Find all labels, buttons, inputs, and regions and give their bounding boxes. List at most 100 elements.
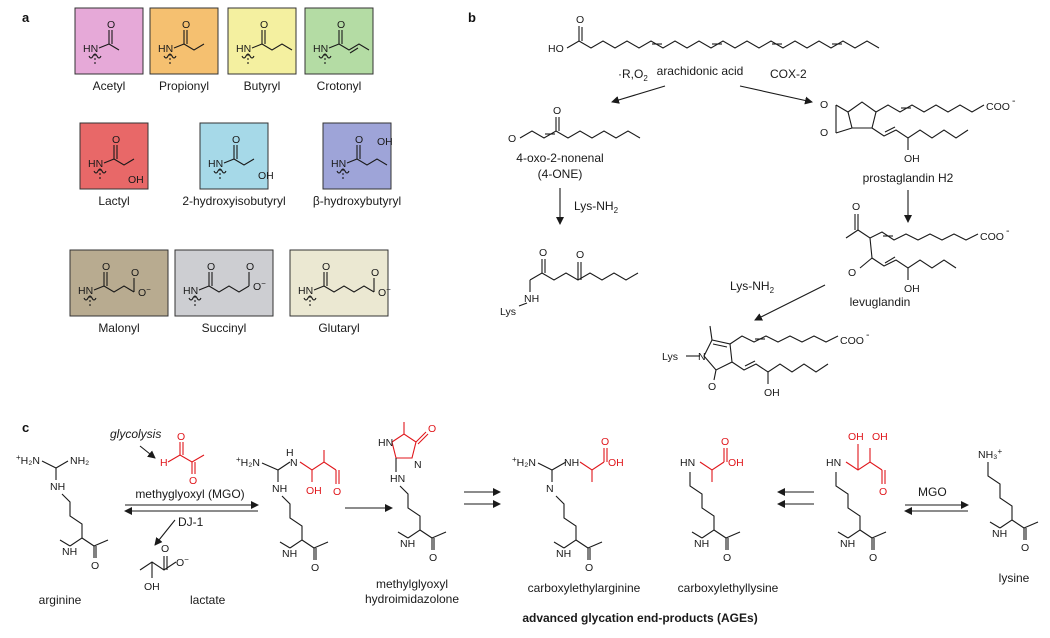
atom-o: O bbox=[355, 134, 363, 146]
atom-nh: NH bbox=[992, 528, 1007, 540]
acyl-label: Acetyl bbox=[93, 79, 126, 93]
atom-o: O bbox=[820, 127, 828, 139]
cox2-label: COX-2 bbox=[770, 67, 807, 81]
atom-o: O bbox=[177, 431, 185, 443]
charge-minus: - bbox=[1012, 95, 1016, 107]
4-one-structure: O O bbox=[508, 105, 641, 145]
acyl-label: Malonyl bbox=[98, 321, 139, 335]
charge-minus: - bbox=[866, 329, 870, 341]
atom-n: N bbox=[414, 459, 422, 471]
glycolysis-label: glycolysis bbox=[110, 427, 161, 441]
atom-nh: NH bbox=[282, 548, 297, 560]
atom-nh: NH bbox=[694, 538, 709, 550]
atom-hn: HN bbox=[236, 43, 251, 55]
levuglandin-label: levuglandin bbox=[850, 295, 911, 309]
atom-o: O− bbox=[176, 555, 189, 569]
acyl-box: HN O OH bbox=[322, 122, 393, 190]
cel-lys-structure: HN O OH NH O bbox=[680, 436, 744, 564]
atom-o: O bbox=[322, 261, 330, 273]
atom-oh: OH bbox=[728, 457, 744, 469]
lysine-structure: NH₃+ NH O bbox=[978, 447, 1039, 554]
atom-nh: NH bbox=[400, 538, 415, 550]
atom-o: O bbox=[869, 552, 877, 564]
atom-h2n: +H₂N bbox=[16, 453, 40, 467]
acyl-box: HNO bbox=[227, 7, 297, 75]
arginine-structure: +H₂N NH₂ NH NH O bbox=[16, 453, 109, 572]
arachidonic-acid-structure: O HO bbox=[548, 14, 880, 55]
one-lys-adduct-structure: O O NH Lys bbox=[500, 247, 639, 318]
atom-o: O bbox=[107, 19, 115, 31]
atom-o: O bbox=[852, 201, 860, 213]
lactate-label: lactate bbox=[190, 593, 226, 607]
pgh2-label: prostaglandin H2 bbox=[863, 171, 954, 185]
panel-b: O HO arachidonic acid ·R,O2 COX-2 O O 4-… bbox=[500, 14, 1016, 399]
atom-o: O bbox=[708, 381, 716, 393]
atom-h2n: +H₂N bbox=[236, 455, 260, 469]
lactate-structure: O O− OH bbox=[139, 543, 189, 593]
atom-o: O bbox=[182, 19, 190, 31]
acyl-label: β-hydroxybutyryl bbox=[313, 194, 401, 208]
pgh2-structure: O O COO - OH bbox=[820, 95, 1016, 165]
atom-o: O bbox=[91, 560, 99, 572]
atom-hn: HN bbox=[390, 473, 405, 485]
atom-nh: NH bbox=[272, 483, 287, 495]
cel-lys-label: carboxylethyllysine bbox=[678, 581, 779, 595]
atom-o: O bbox=[601, 436, 609, 448]
acyl-box: HNO bbox=[304, 7, 374, 75]
atom-hn: HN bbox=[331, 158, 346, 170]
atom-o-minus: O− bbox=[378, 285, 391, 299]
lys-mgo-adduct-structure: HN OH OH O NH O bbox=[826, 431, 888, 564]
atom-o: O bbox=[721, 436, 729, 448]
atom-hn: HN bbox=[208, 158, 223, 170]
panel-b-label: b bbox=[468, 10, 476, 25]
atom-o: O bbox=[576, 249, 584, 261]
atom-hn: HN bbox=[158, 43, 173, 55]
atom-o: O bbox=[246, 261, 254, 273]
ages-label: advanced glycation end-products (AGEs) bbox=[522, 611, 757, 625]
mgh-label-line1: methylglyoxyl bbox=[376, 577, 448, 591]
acyl-label: 2-hydroxyisobutyryl bbox=[182, 194, 285, 208]
acyl-label: Lactyl bbox=[98, 194, 129, 208]
atom-oh: OH bbox=[904, 153, 920, 165]
mg-h1-structure: O HN N HN NH O bbox=[378, 422, 447, 564]
atom-oh: OH bbox=[306, 485, 322, 497]
atom-o: O bbox=[428, 423, 436, 435]
cel-arg-structure: +H₂N NH N O OH NH O bbox=[512, 436, 624, 574]
lys-nh2-label-1: Lys-NH2 bbox=[574, 199, 619, 215]
mgo-full-label: methyglyoxyl (MGO) bbox=[135, 487, 244, 501]
acyl-box-bg bbox=[69, 249, 169, 317]
charge-minus: - bbox=[1006, 225, 1010, 237]
atom-oh: OH bbox=[904, 283, 920, 295]
mgh-label-line2: hydroimidazolone bbox=[365, 592, 459, 606]
panel-c: +H₂N NH₂ NH NH O arginine glycolysis H bbox=[16, 422, 1039, 625]
atom-o: O bbox=[723, 552, 731, 564]
atom-nh: NH bbox=[840, 538, 855, 550]
atom-oh: OH bbox=[377, 136, 393, 148]
lysine-label: lysine bbox=[999, 571, 1030, 585]
dj1-label: DJ-1 bbox=[178, 515, 204, 529]
atom-coo: COO bbox=[980, 231, 1004, 243]
atom-o: O bbox=[371, 267, 379, 279]
atom-o: O bbox=[848, 267, 856, 279]
pyrrole-adduct-structure: N Lys O COO - OH bbox=[662, 325, 870, 399]
atom-o: O bbox=[102, 261, 110, 273]
atom-o: O bbox=[131, 267, 139, 279]
atom-hn: HN bbox=[378, 437, 393, 449]
atom-hn: HN bbox=[183, 285, 198, 297]
atom-nh: NH bbox=[524, 293, 539, 305]
atom-h: H bbox=[160, 457, 168, 469]
atom-nh3: NH₃+ bbox=[978, 447, 1002, 461]
lys-nh2-label-2: Lys-NH2 bbox=[730, 279, 775, 295]
acyl-label: Succinyl bbox=[202, 321, 247, 335]
atom-hn: HN bbox=[88, 158, 103, 170]
atom-nh2: NH₂ bbox=[70, 455, 89, 467]
atom-nh: NH bbox=[62, 546, 77, 558]
acyl-label: Propionyl bbox=[159, 79, 209, 93]
atom-hn: HN bbox=[83, 43, 98, 55]
levuglandin-structure: O O COO - OH bbox=[845, 201, 1010, 295]
atom-lys: Lys bbox=[500, 306, 516, 318]
atom-o: O bbox=[879, 486, 887, 498]
